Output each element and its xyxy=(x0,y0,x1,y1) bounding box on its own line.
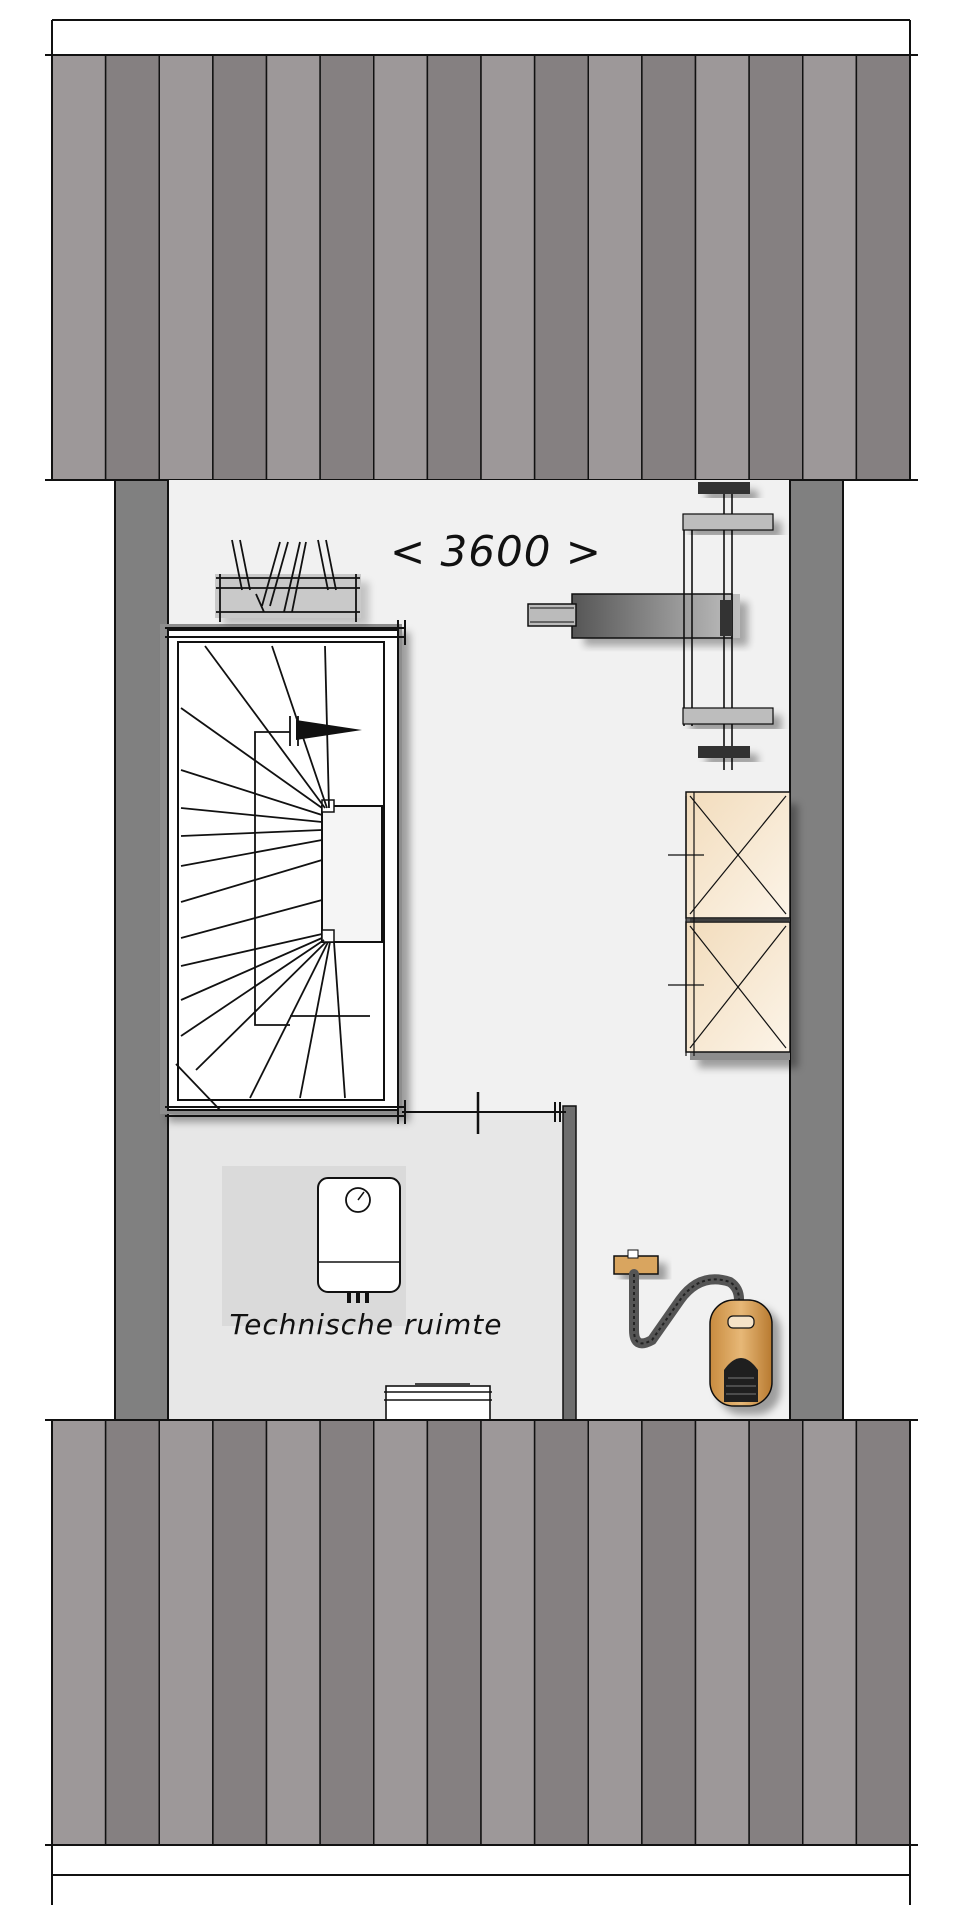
roof-plank xyxy=(480,1419,536,1846)
roof-plank xyxy=(694,1419,750,1846)
roof-plank xyxy=(641,1419,697,1846)
roof-plank xyxy=(641,54,697,481)
wall-end-marks xyxy=(554,1102,561,1122)
roof-plank xyxy=(51,54,107,481)
roof-plank xyxy=(104,54,161,481)
roof-plank xyxy=(802,1419,858,1846)
vacuum-cleaner-icon xyxy=(613,1249,773,1407)
roof-plank xyxy=(426,54,482,481)
roof-top xyxy=(51,54,911,481)
roof-plank xyxy=(426,1419,482,1846)
roof-plank xyxy=(212,1419,268,1846)
drying-rack-icon xyxy=(215,539,361,622)
roof-plank xyxy=(748,54,804,481)
roof-plank xyxy=(319,54,375,481)
roof-plank xyxy=(855,1419,911,1846)
roof-plank xyxy=(533,54,590,481)
roof-plank xyxy=(748,1419,804,1846)
boiler-icon xyxy=(222,1166,406,1326)
roof-plank xyxy=(51,1419,107,1846)
roof-plank xyxy=(158,1419,214,1846)
roof-plank xyxy=(533,1419,590,1846)
storage-case-icon xyxy=(384,1383,492,1421)
roof-bottom-frame xyxy=(45,1419,918,1905)
roof-plank xyxy=(265,54,321,481)
roof-plank xyxy=(319,1419,375,1846)
stair-landing-lines xyxy=(165,620,406,1124)
technical-room-label: Technische ruimte xyxy=(230,1308,503,1341)
roof-plank xyxy=(212,54,268,481)
roof-plank xyxy=(855,54,911,481)
tech-room-wall xyxy=(562,1105,577,1423)
roof-plank xyxy=(373,1419,429,1846)
roof-plank xyxy=(480,54,536,481)
roof-plank xyxy=(587,1419,643,1846)
storage-box-icon xyxy=(668,791,791,1060)
roof-plank xyxy=(802,54,858,481)
winding-staircase-icon xyxy=(160,624,402,1114)
roof-bottom xyxy=(51,1419,911,1846)
weight-bench-icon xyxy=(527,482,774,770)
roof-plank xyxy=(373,54,429,481)
width-dimension: < 3600 > xyxy=(390,527,602,576)
roof-plank xyxy=(158,54,214,481)
roof-plank xyxy=(104,1419,161,1846)
roof-plank xyxy=(587,54,643,481)
roof-plank xyxy=(694,54,750,481)
right-wall xyxy=(789,479,844,1421)
roof-plank xyxy=(265,1419,321,1846)
